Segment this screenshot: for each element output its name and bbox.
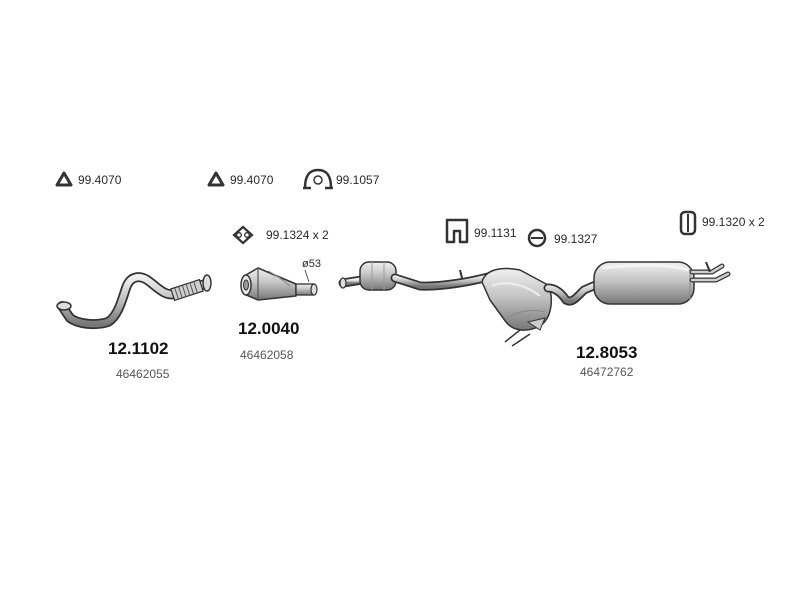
clamp-label: 99.1057	[336, 173, 380, 187]
hanger-ring-icon	[527, 228, 547, 248]
hanger-pair-label: 99.1324 x 2	[266, 228, 329, 242]
hanger-block-icon	[445, 218, 469, 244]
ring-a-label: 99.4070	[78, 173, 122, 187]
part-number-rear-system: 12.8053	[576, 343, 638, 362]
catalytic-converter-drawing	[240, 267, 318, 301]
pipe-diameter-label: ø53	[302, 258, 321, 270]
hanger-block-label: 99.1131	[474, 226, 517, 240]
oem-number-front-pipe: 46462055	[116, 367, 170, 381]
hanger-rear-label: 99.1320 x 2	[702, 215, 765, 229]
part-number-front-pipe: 12.1102	[108, 339, 169, 358]
oem-number-catalyst: 46462058	[240, 348, 294, 362]
clamp-icon	[303, 168, 333, 190]
front-pipe-drawing	[56, 272, 212, 330]
rubber-ring-icon	[55, 171, 73, 187]
hanger-rear-icon	[679, 210, 697, 236]
oem-number-rear-system: 46472762	[580, 365, 634, 379]
ring-b-label: 99.4070	[230, 173, 274, 187]
hanger-ring-label: 99.1327	[554, 232, 598, 246]
part-number-catalyst: 12.0040	[238, 319, 300, 338]
rubber-ring-icon	[207, 171, 225, 187]
rear-exhaust-drawing	[338, 261, 731, 347]
hanger-pair-icon	[232, 225, 254, 245]
